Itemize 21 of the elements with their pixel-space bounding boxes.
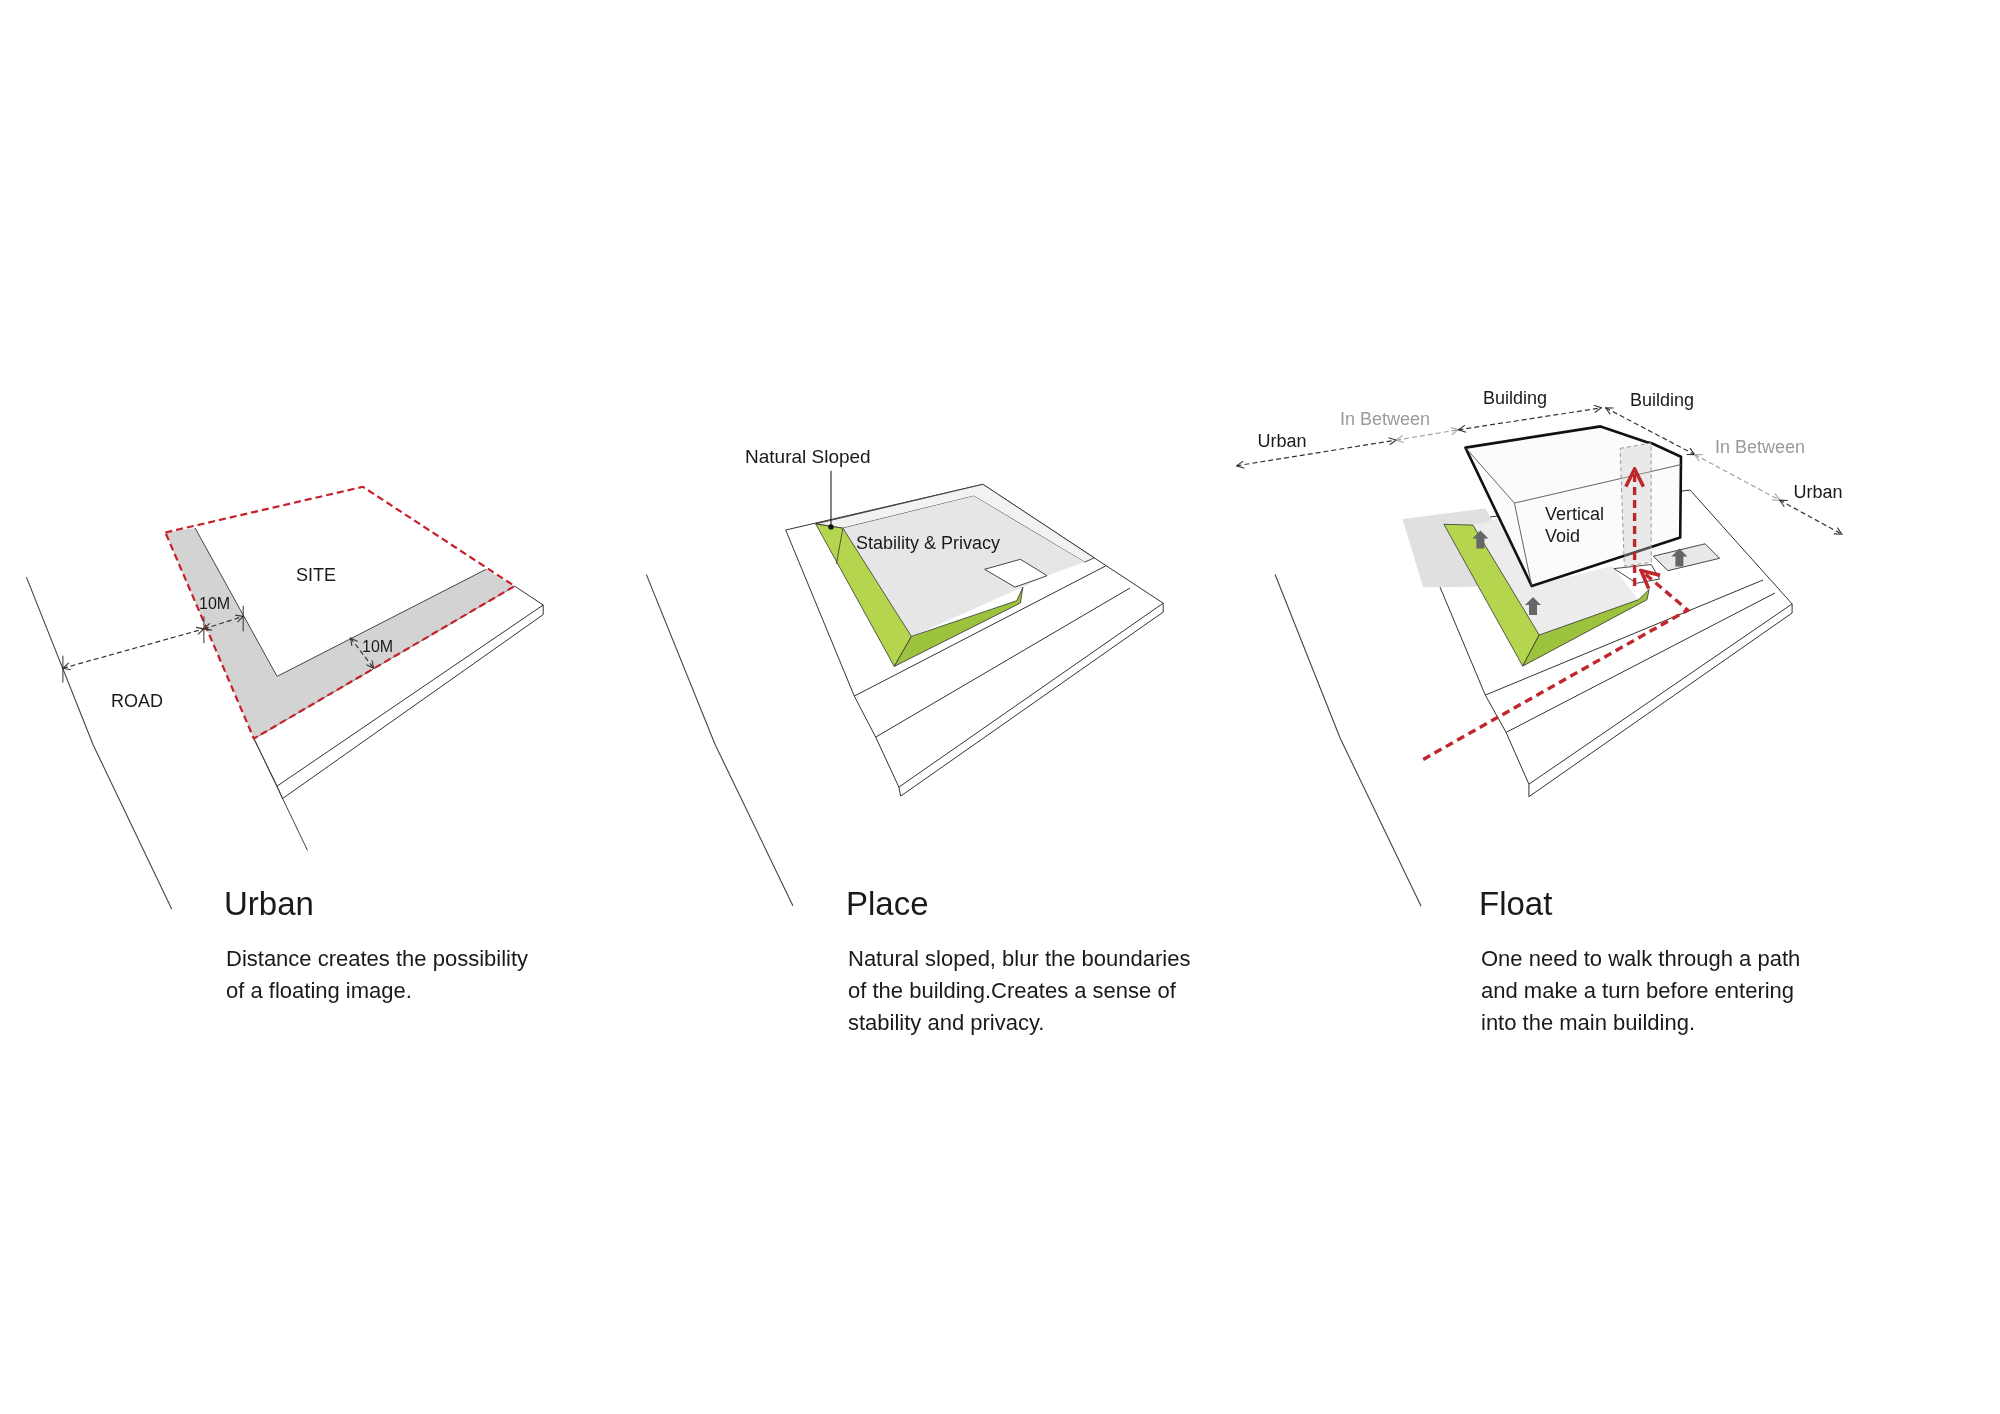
zone-label: In Between bbox=[1339, 409, 1431, 431]
site-label: SITE bbox=[296, 565, 336, 587]
road-label: ROAD bbox=[111, 691, 163, 713]
panel-heading: Float bbox=[1479, 884, 1553, 924]
description-text: One need to walk through a path and make a turn before entering into the main building. bbox=[1481, 945, 1802, 1037]
dimension-label: 10M bbox=[362, 637, 394, 657]
dimension-label: 10M bbox=[199, 594, 231, 614]
sloped-ground bbox=[815, 523, 1024, 667]
description-text: Distance creates the possibility of a floating image. bbox=[226, 945, 530, 1005]
panel-heading: Urban bbox=[224, 884, 314, 924]
panel-heading: Place bbox=[846, 884, 929, 924]
zone-label: Urban bbox=[1257, 431, 1307, 453]
area-label: Stability & Privacy bbox=[856, 533, 1001, 555]
zone-label: In Between bbox=[1714, 437, 1806, 459]
leader-line bbox=[828, 470, 834, 530]
zone-label: Urban bbox=[1793, 482, 1843, 504]
void-label: Vertical Void bbox=[1545, 503, 1606, 547]
zone-label: Building bbox=[1483, 388, 1547, 410]
callout-label: Natural Sloped bbox=[745, 446, 871, 469]
zone-label: Building bbox=[1630, 390, 1694, 412]
description-text: Natural sloped, blur the boundaries of the building.Creates a sense of stability and privacy. bbox=[848, 945, 1192, 1037]
